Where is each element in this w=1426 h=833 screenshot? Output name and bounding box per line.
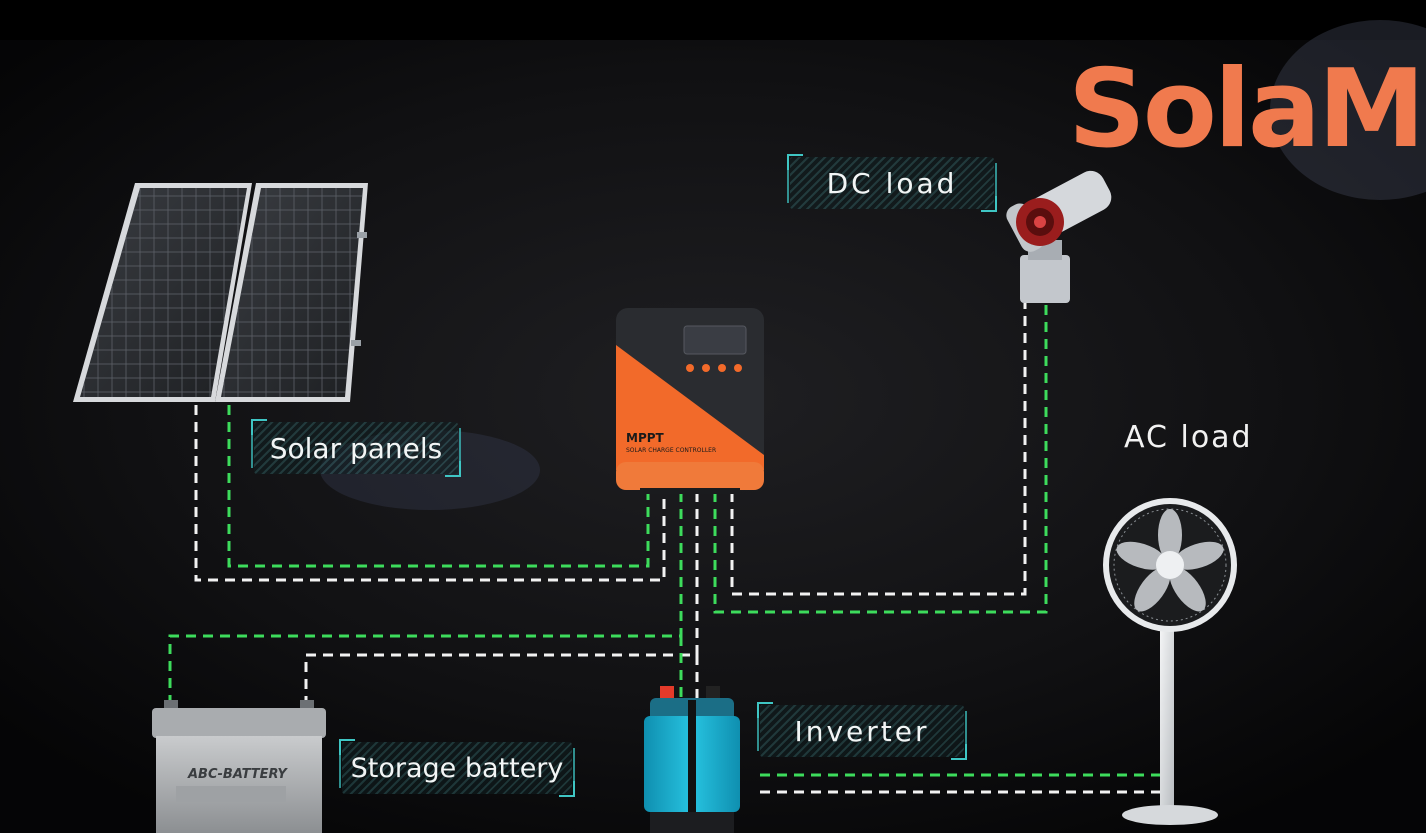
battery-brand: ABC-BATTERY: [187, 767, 288, 782]
wire-solar-positive: [227, 405, 650, 568]
solar-panels-icon: [73, 183, 368, 402]
dc-load-tag: DC load: [787, 154, 997, 212]
brand-logo: SolaMr: [1068, 47, 1426, 172]
controller-title: MPPT: [626, 431, 665, 445]
wire-solar-negative: [194, 405, 666, 582]
dc-load-label: DC load: [826, 166, 958, 200]
solar-panels-tag: Solar panels: [251, 419, 461, 477]
background-glow-corner: [1270, 20, 1426, 200]
wire-battery-positive: [168, 492, 683, 702]
wires: [168, 300, 1163, 794]
wire-dc-negative: [730, 300, 1027, 596]
inverter-icon: [644, 686, 740, 833]
battery-icon: [152, 700, 326, 833]
ac-load-label: AC load: [1124, 420, 1253, 455]
storage-battery-tag: Storage battery: [339, 739, 575, 797]
inverter-tag: Inverter: [757, 702, 967, 760]
solar-panels-label: Solar panels: [269, 431, 443, 465]
inverter-label: Inverter: [794, 714, 930, 748]
security-camera-icon: [1006, 170, 1112, 303]
wire-battery-negative: [304, 492, 699, 702]
wire-dc-positive: [713, 300, 1048, 614]
charge-controller-icon: [616, 308, 764, 494]
controller-subtitle: SOLAR CHARGE CONTROLLER: [626, 447, 716, 454]
fan-icon: [1103, 498, 1237, 825]
storage-battery-label: Storage battery: [350, 752, 564, 784]
